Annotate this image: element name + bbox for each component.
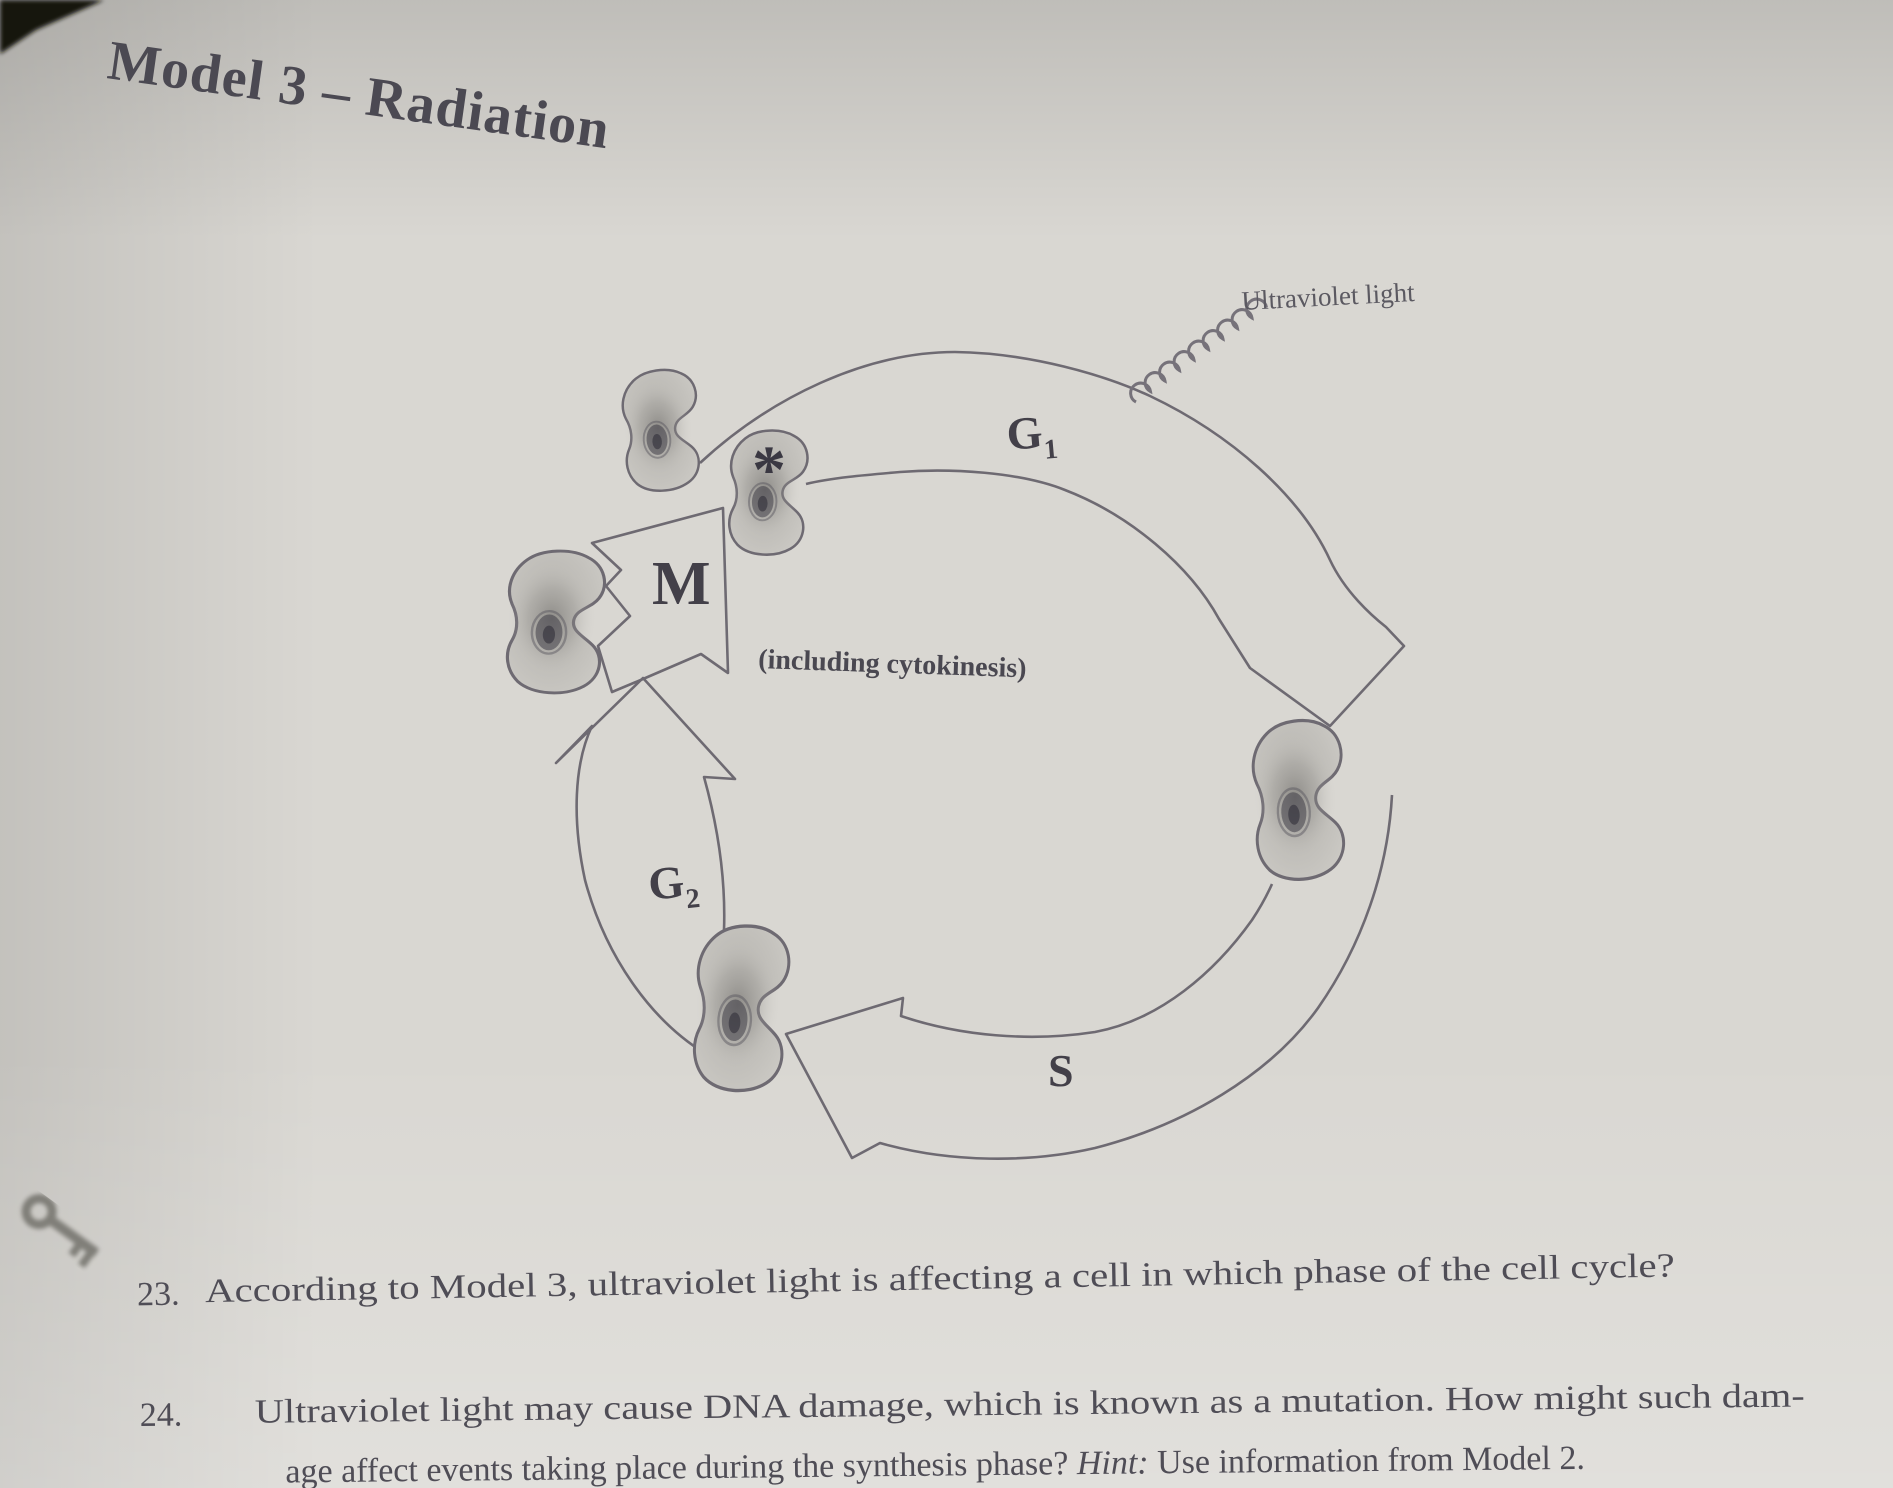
s-phase-arrow xyxy=(784,794,1394,1160)
m-phase-arrow xyxy=(590,506,730,694)
question-24-hint-label: Hint: xyxy=(1076,1444,1149,1482)
question-24-line2: age affect events taking place during th… xyxy=(285,1440,1585,1488)
m-phase-label: M xyxy=(652,550,711,618)
g1-phase-label: G1 xyxy=(1004,405,1059,469)
g1-letter: G xyxy=(1004,406,1044,460)
page-shading-bottom xyxy=(0,1050,1893,1488)
key-icon xyxy=(21,1194,99,1269)
daughter-cell-1 xyxy=(618,366,704,495)
question-24-number: 24. xyxy=(140,1397,183,1434)
g2-phase-cell xyxy=(689,921,793,1095)
g2-phase-label: G2 xyxy=(646,854,702,919)
question-24-line2-post: Use information from Model 2. xyxy=(1148,1440,1585,1482)
asterisk-marker: * xyxy=(752,431,786,507)
g1-subscript: 1 xyxy=(1043,434,1060,466)
question-24-line2-pre: age affect events taking place during th… xyxy=(285,1445,1077,1488)
g1-phase-arrow xyxy=(699,350,1406,728)
g2-letter: G xyxy=(646,855,687,909)
g2-subscript: 2 xyxy=(684,883,701,915)
question-23-number: 23. xyxy=(137,1276,180,1314)
g2-phase-arrow xyxy=(554,676,737,1056)
s-phase-label: S xyxy=(1048,1045,1074,1096)
g1-phase-cell xyxy=(1248,716,1350,884)
uv-squiggle xyxy=(1129,297,1268,404)
m-phase-cell xyxy=(503,547,608,697)
photo-corner-shadow xyxy=(0,0,104,54)
